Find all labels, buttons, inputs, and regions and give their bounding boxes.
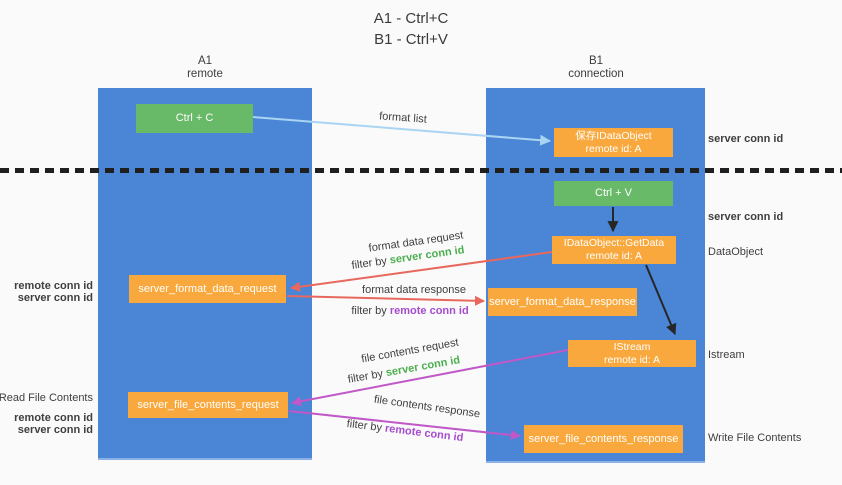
server-file-contents-request-box: server_file_contents_request <box>128 392 288 418</box>
getdata-line1: IDataObject::GetData <box>563 237 665 249</box>
server-format-data-response-label: server_format_data_response <box>489 295 636 308</box>
lane-b1-role: connection <box>568 68 624 80</box>
phase-divider-dashed-line <box>0 168 842 173</box>
server-conn-id-label-2: server conn id <box>17 424 93 436</box>
lane-a1-header: A1 remote <box>145 55 265 81</box>
server-file-contents-response-label: server_file_contents_response <box>528 432 679 445</box>
remote-conn-id-label-2: remote conn id <box>14 412 93 424</box>
filter-by-text: filter by <box>346 417 383 435</box>
server-file-contents-response-box: server_file_contents_response <box>524 425 683 453</box>
lane-b1-header: B1 connection <box>536 55 656 81</box>
read-file-contents-label: Read File Contents <box>0 392 93 404</box>
istream-side-label: Istream <box>708 349 745 361</box>
remote-conn-id-text: remote conn id <box>389 305 469 317</box>
save-idataobject-line1: 保存IDataObject <box>575 129 652 142</box>
title-line-2: B1 - Ctrl+V <box>374 31 448 48</box>
ctrl-v-box: Ctrl + V <box>554 181 673 206</box>
lane-a1-name: A1 <box>197 55 213 67</box>
format-data-response-filter-label: filter by remote conn id <box>351 305 468 317</box>
getdata-line2: remote id: A <box>585 250 643 262</box>
filter-by-text: filter by <box>350 255 388 272</box>
server-conn-id-label-1: server conn id <box>17 292 93 304</box>
server-format-data-request-label: server_format_data_request <box>138 282 277 295</box>
file-contents-response-filter-label: filter by remote conn id <box>346 418 464 444</box>
ctrl-c-box: Ctrl + C <box>136 104 253 133</box>
title-line-1: A1 - Ctrl+C <box>373 10 449 27</box>
ctrl-c-label: Ctrl + C <box>175 112 214 124</box>
server-file-contents-request-label: server_file_contents_request <box>137 398 279 411</box>
dataobject-label: DataObject <box>708 246 764 258</box>
idataobject-getdata-box: IDataObject::GetData remote id: A <box>552 236 676 264</box>
server-format-data-response-box: server_format_data_response <box>488 288 637 316</box>
istream-line1: IStream <box>613 340 651 353</box>
server-format-data-request-box: server_format_data_request <box>129 275 286 303</box>
format-data-response-arrow <box>286 295 485 306</box>
format-list-label: format list <box>378 110 428 126</box>
lane-b1-name: B1 <box>588 55 604 67</box>
diagram-title: A1 - Ctrl+C B1 - Ctrl+V <box>374 8 449 50</box>
server-conn-id-label-top: server conn id <box>708 133 784 145</box>
save-idataobject-box: 保存IDataObject remote id: A <box>554 128 673 157</box>
format-data-response-label: format data response <box>362 284 466 296</box>
istream-box: IStream remote id: A <box>568 340 696 367</box>
remote-conn-id-text: remote conn id <box>384 422 464 445</box>
filter-by-text: filter by <box>346 367 384 386</box>
file-contents-response-label: file contents response <box>373 393 481 421</box>
istream-line2: remote id: A <box>603 353 661 366</box>
write-file-contents-label: Write File Contents <box>708 432 802 444</box>
save-idataobject-line2: remote id: A <box>585 142 642 155</box>
ctrl-v-label: Ctrl + V <box>595 187 632 199</box>
filter-by-text: filter by <box>351 305 387 317</box>
lane-a1-role: remote <box>187 68 223 80</box>
server-conn-id-label-mid: server conn id <box>708 211 784 223</box>
remote-conn-id-label-1: remote conn id <box>14 280 93 292</box>
